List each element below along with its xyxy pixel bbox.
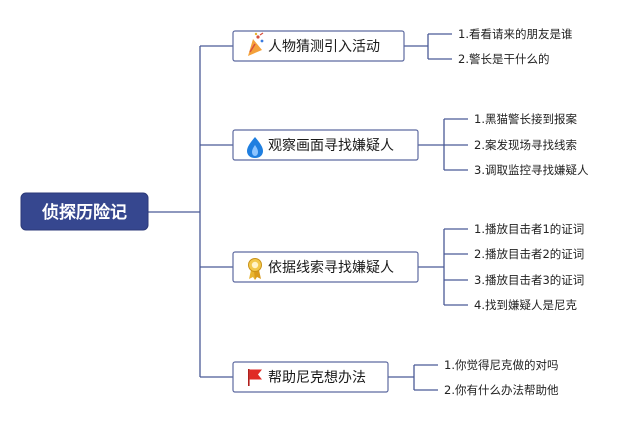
- party-popper-icon: [248, 32, 264, 56]
- branch-node-observe[interactable]: 观察画面寻找嫌疑人: [232, 129, 419, 161]
- leaf-item: 1.看看请来的朋友是谁: [458, 27, 573, 41]
- root-title: 侦探历险记: [42, 202, 127, 223]
- leaf-item: 1.黑猫警长接到报案: [474, 112, 577, 126]
- flame-icon: [247, 137, 263, 158]
- leaf-item: 2.案发现场寻找线索: [474, 138, 577, 152]
- branch-label: 依据线索寻找嫌疑人: [268, 259, 394, 276]
- root-connectors: [148, 45, 233, 378]
- leaf-item: 2.你有什么办法帮助他: [444, 383, 559, 397]
- leaf-items: 1.看看请来的朋友是谁 2.警长是干什么的 1.黑猫警长接到报案 2.案发现场寻…: [444, 27, 589, 397]
- branch-label: 帮助尼克想办法: [268, 370, 366, 386]
- leaf-item: 1.播放目击者1的证词: [474, 222, 584, 236]
- leaf-item: 4.找到嫌疑人是尼克: [474, 298, 577, 312]
- leaf-item: 2.警长是干什么的: [458, 52, 549, 66]
- branch-node-clues[interactable]: 依据线索寻找嫌疑人: [232, 251, 419, 283]
- leaf-item: 3.调取监控寻找嫌疑人: [474, 163, 589, 177]
- leaf-item: 1.你觉得尼克做的对吗: [444, 358, 558, 372]
- leaf-connectors: [388, 33, 468, 391]
- branch-label: 人物猜测引入活动: [268, 39, 380, 55]
- award-badge-icon: [248, 258, 262, 280]
- leaf-item: 3.播放目击者3的证词: [474, 273, 584, 287]
- red-flag-icon: [248, 369, 262, 386]
- branch-node-intro[interactable]: 人物猜测引入活动: [232, 30, 405, 62]
- branch-label: 观察画面寻找嫌疑人: [268, 137, 394, 154]
- root-node[interactable]: 侦探历险记: [20, 192, 149, 231]
- leaf-item: 2.播放目击者2的证词: [474, 247, 584, 261]
- branch-node-help[interactable]: 帮助尼克想办法: [232, 361, 389, 393]
